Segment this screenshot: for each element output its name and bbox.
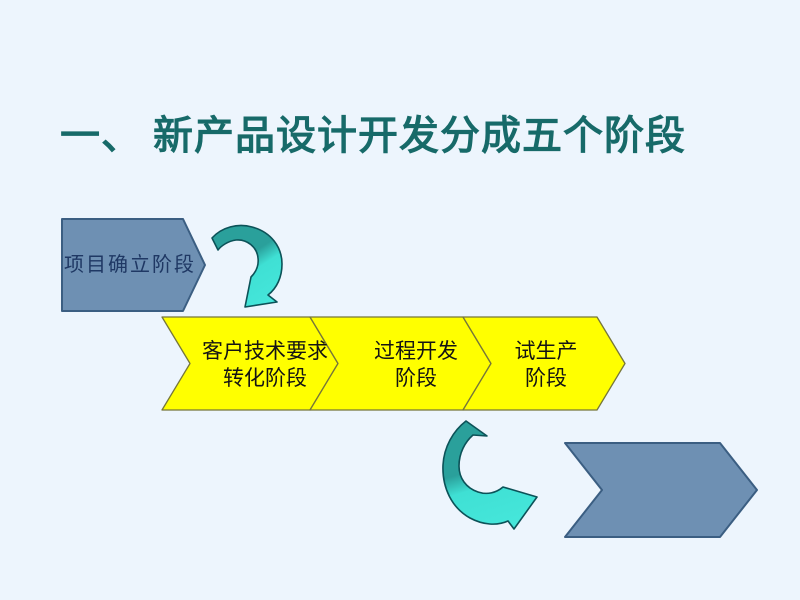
phase-1-label: 客户技术要求 转化阶段: [185, 338, 345, 392]
phase-3-label: 试生产 阶段: [466, 338, 626, 392]
phase-1-label-line2: 转化阶段: [223, 367, 307, 390]
phase-chevron-3-shape: [462, 316, 626, 411]
phase-1-label-line1: 客户技术要求: [202, 340, 328, 363]
phase-3-label-line2: 阶段: [525, 367, 567, 390]
curved-arrow-down-icon: [211, 224, 283, 308]
phase-2-label: 过程开发 阶段: [336, 338, 496, 392]
end-stage-chevron-shape: [564, 442, 758, 538]
curved-arrow-right-icon: [442, 420, 538, 530]
start-stage-label: 项目确立阶段: [64, 254, 196, 276]
slide-title: 一、 新产品设计开发分成五个阶段: [60, 113, 686, 158]
phase-3-label-line1: 试生产: [514, 340, 578, 363]
phase-2-label-line2: 阶段: [395, 367, 437, 390]
phase-2-label-line1: 过程开发: [374, 340, 458, 363]
start-stage-pentagon-shape: [61, 218, 206, 312]
